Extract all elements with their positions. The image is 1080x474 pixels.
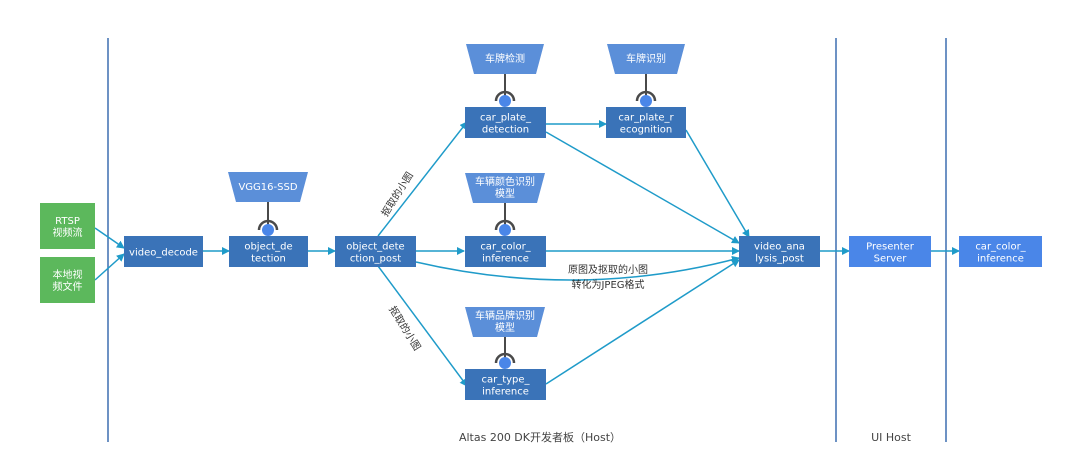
- source-rtsp-label: RTSP: [55, 216, 80, 227]
- node-car_plate_recognition-label: ecognition: [620, 125, 672, 136]
- node-video_decode-label: video_decode: [129, 248, 198, 259]
- node-box: [849, 236, 931, 267]
- node-car_type_inference-label: car_type_: [481, 375, 530, 386]
- node-box: [124, 236, 203, 267]
- edges: [94, 120, 960, 387]
- node-car_type_inference-label: inference: [482, 387, 529, 398]
- model-shape: [465, 173, 545, 203]
- node-box: [229, 236, 308, 267]
- model-plate_detect_model-label: 车牌检测: [485, 52, 525, 65]
- node-car_color_inference_ui-label: inference: [977, 254, 1024, 265]
- model-brand_model-label: 车辆品牌识别: [475, 309, 535, 322]
- zone-label-host: Altas 200 DK开发者板（Host）: [459, 430, 621, 444]
- model-connector-dot: [640, 95, 652, 107]
- node-car_color_inference-label: car_color_: [480, 242, 531, 253]
- source-box: [40, 257, 95, 303]
- annotation-jpeg-line2: 转化为JPEG格式: [571, 278, 644, 291]
- node-car_color_inference_ui-label: car_color_: [975, 242, 1026, 253]
- edge-post-type: [377, 265, 468, 387]
- node-box: [606, 107, 686, 138]
- model-shape: [228, 172, 308, 202]
- model-connector-dot: [262, 224, 274, 236]
- zone-label-ui-host: UI Host: [871, 431, 912, 444]
- edge-rtsp-decode: [94, 227, 125, 249]
- edge-post-plate-detection: [377, 121, 468, 237]
- node-car_color_inference-label: inference: [482, 254, 529, 265]
- node-car_type_inference: car_type_inference: [465, 369, 546, 400]
- models-layer: VGG16-SSD车牌检测车牌识别车辆颜色识别模型车辆品牌识别模型: [228, 44, 685, 369]
- edge-type-analysis: [545, 259, 740, 385]
- edge-post-analysis: [415, 255, 740, 281]
- source-local-label: 本地视: [53, 268, 83, 281]
- model-shape: [607, 44, 685, 74]
- model-shape: [465, 307, 545, 337]
- model-connector-arc: [494, 352, 516, 364]
- node-box: [959, 236, 1042, 267]
- node-object_detection: object_detection: [229, 236, 308, 267]
- node-object_detection-label: object_de: [244, 242, 292, 253]
- model-brand_model-label: 模型: [495, 321, 515, 334]
- annotation-jpeg-line1: 原图及抠取的小图: [568, 263, 648, 276]
- node-object_detection_post-label: ction_post: [350, 254, 401, 265]
- node-car_plate_detection-label: detection: [482, 125, 529, 136]
- node-presenter_server-label: Server: [874, 254, 908, 265]
- model-connector-arc: [494, 219, 516, 231]
- node-car_color_inference_ui: car_color_inference: [959, 236, 1042, 267]
- node-video_decode: video_decode: [124, 236, 203, 267]
- source-local-label: 频文件: [53, 280, 83, 293]
- model-connector-dot: [499, 224, 511, 236]
- edge-plate-rec-analysis: [685, 129, 750, 238]
- node-box: [465, 369, 546, 400]
- model-color_model-label: 车辆颜色识别: [475, 175, 535, 188]
- node-object_detection_post: object_detection_post: [335, 236, 416, 267]
- node-box: [335, 236, 416, 267]
- node-car_plate_detection-label: car_plate_: [480, 113, 532, 124]
- model-connector-dot: [499, 95, 511, 107]
- node-video_analysis_post-label: video_ana: [754, 242, 805, 253]
- node-box: [465, 107, 546, 138]
- model-vgg16_ssd-label: VGG16-SSD: [238, 182, 297, 193]
- model-color_model-label: 模型: [495, 187, 515, 200]
- model-connector-arc: [494, 90, 516, 102]
- node-object_detection_post-label: object_dete: [346, 242, 404, 253]
- source-box: [40, 203, 95, 249]
- node-presenter_server-label: Presenter: [866, 242, 915, 253]
- model-plate_recog_model: 车牌识别: [607, 44, 685, 107]
- model-shape: [466, 44, 544, 74]
- annotation-crop-lower: 抠取的小图: [386, 303, 424, 352]
- edge-plate-det-analysis: [545, 131, 740, 244]
- model-connector-dot: [499, 357, 511, 369]
- node-box: [465, 236, 546, 267]
- model-connector-arc: [635, 90, 657, 102]
- nodes-layer: video_decodeobject_detectionobject_detec…: [124, 107, 1042, 400]
- model-connector-arc: [257, 219, 279, 231]
- node-car_color_inference: car_color_inference: [465, 236, 546, 267]
- node-box: [739, 236, 820, 267]
- node-car_plate_detection: car_plate_detection: [465, 107, 546, 138]
- model-plate_detect_model: 车牌检测: [466, 44, 544, 107]
- node-object_detection-label: tection: [251, 254, 286, 265]
- model-plate_recog_model-label: 车牌识别: [626, 52, 666, 65]
- node-video_analysis_post-label: lysis_post: [755, 254, 804, 265]
- model-vgg16_ssd: VGG16-SSD: [228, 172, 308, 236]
- source-rtsp-label: 视频流: [53, 226, 83, 239]
- node-car_plate_recognition-label: car_plate_r: [618, 113, 674, 124]
- edge-local-decode: [94, 253, 125, 281]
